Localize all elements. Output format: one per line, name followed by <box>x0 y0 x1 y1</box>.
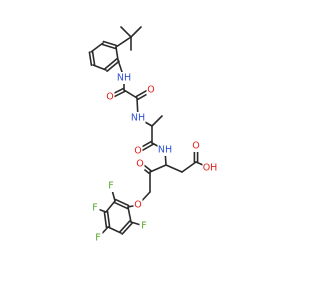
bond-r3-r4-a <box>88 51 93 67</box>
ether-oxygen-label-background <box>133 199 143 211</box>
amide-oxygen-1-label: O <box>106 92 113 103</box>
amide-oxygen-1-label-background <box>105 91 115 103</box>
bond-c3-cb <box>165 164 183 173</box>
bond-r6-r1 <box>115 46 119 61</box>
ketone-oxygen-label-background <box>135 158 145 170</box>
bond-b3-b4-b <box>106 210 111 228</box>
bond-b5-b6-a <box>121 222 133 235</box>
fluorine-1-label-background <box>106 180 116 192</box>
bond-r1-r2-b <box>101 43 117 50</box>
bond-cb-cacid <box>181 161 197 173</box>
fluorine-4-label-background <box>139 220 149 232</box>
nh-alanine-label-background <box>130 112 146 124</box>
bond-c3-ck <box>149 164 167 173</box>
bond-r3-r4-b <box>91 50 96 66</box>
bond-b1-b2-b <box>113 201 129 210</box>
bond-b5-b6-b <box>119 220 131 233</box>
fluorine-1-label: F <box>108 181 113 192</box>
bond-r1-r2-a <box>102 40 118 47</box>
acid-hydroxyl-label-background <box>202 162 218 174</box>
ketone-oxygen-label: O <box>136 159 143 170</box>
fluorine-4-label: F <box>141 221 146 232</box>
bond-r2-r3 <box>90 42 104 53</box>
nh-aspartyl-label: NH <box>158 145 172 156</box>
nh-aspartyl-label-background <box>157 144 173 156</box>
bond-ca-me <box>151 115 163 127</box>
bond-b4-b5 <box>107 226 122 234</box>
nh-anilide-label-background <box>116 72 132 84</box>
bond-b3-b4-a <box>103 211 108 229</box>
bond-b1-b2-a <box>114 198 130 207</box>
fluorine-3-label-background <box>93 232 103 244</box>
bond-r5-r6-a <box>106 60 120 73</box>
bonds-layer <box>88 26 211 239</box>
acid-hydroxyl-label: OH <box>203 163 218 174</box>
amide-oxygen-2-label: O <box>147 85 154 96</box>
bond-b2-b3 <box>105 200 116 213</box>
bond-tbuQ-me2 <box>130 26 142 38</box>
acid-carbonyl-oxygen-label-background <box>191 140 201 152</box>
alanine-carbonyl-oxygen-label: O <box>134 146 141 157</box>
ether-oxygen-label: O <box>134 200 141 211</box>
nh-alanine-label: NH <box>131 113 145 124</box>
amide-oxygen-2-label-background <box>146 84 156 96</box>
bond-tbuQ-me1 <box>120 26 132 38</box>
bond-r4-r5 <box>92 64 107 71</box>
fluorine-2-label: F <box>92 203 97 214</box>
alanine-carbonyl-oxygen-label-background <box>133 145 143 157</box>
fluorine-3-label: F <box>95 233 100 244</box>
nh-anilide-label: NH <box>117 73 131 84</box>
bond-tbuQ-r1 <box>115 36 132 48</box>
bond-r5-r6-b <box>104 57 118 70</box>
acid-carbonyl-oxygen-label: O <box>192 141 199 152</box>
bond-b6-b1 <box>127 206 132 223</box>
fluorine-2-label-background <box>90 202 100 214</box>
bond-c1-c2 <box>123 89 138 99</box>
